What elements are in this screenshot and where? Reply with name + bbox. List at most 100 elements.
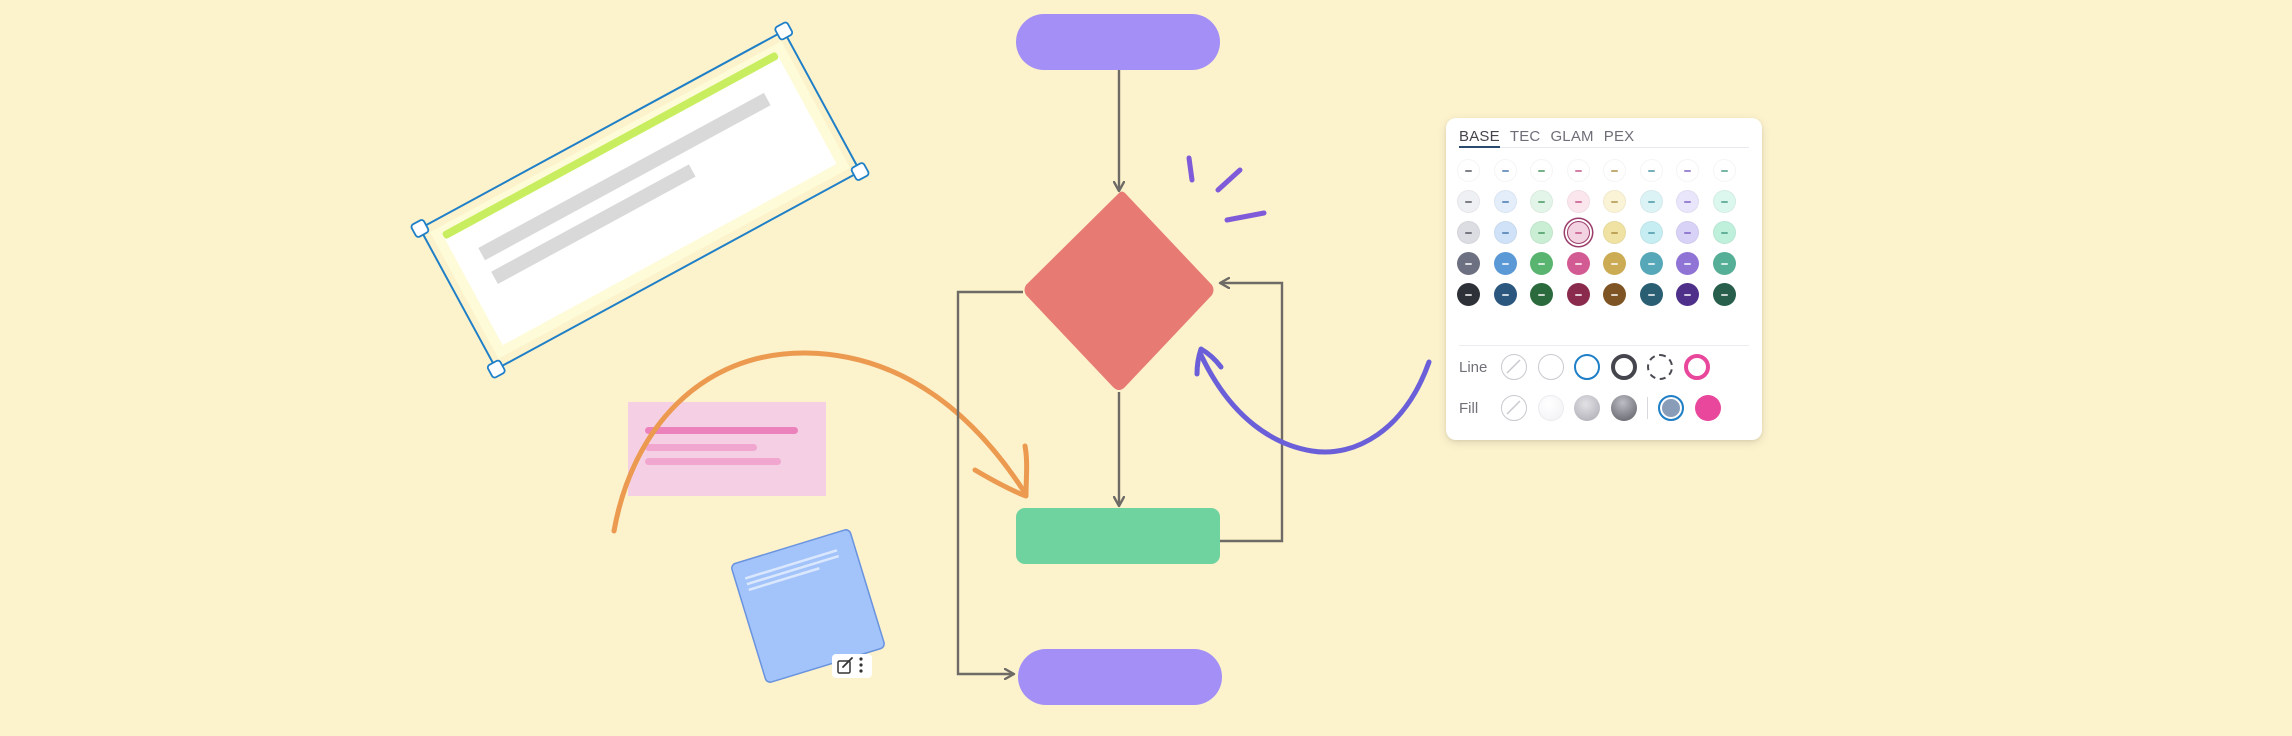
swatch-mark (1465, 293, 1472, 296)
tab-pex[interactable]: PEX (1603, 128, 1635, 145)
swatch-mark (1574, 200, 1582, 203)
sticky-pink-line-1 (645, 427, 798, 434)
panel-divider (1459, 345, 1749, 346)
line-dashed-icon[interactable] (1647, 354, 1673, 380)
connector-decision-to-end[interactable] (956, 290, 1023, 674)
color-swatch-r3-c1[interactable] (1457, 221, 1480, 244)
swatch-mark (1684, 200, 1691, 203)
color-swatch-r4-c3[interactable] (1530, 252, 1553, 275)
fill-white-icon[interactable] (1537, 395, 1564, 421)
color-swatch-r2-c3[interactable] (1530, 190, 1553, 213)
color-swatch-r5-c5[interactable] (1603, 283, 1626, 306)
sticky-toolbar[interactable] (832, 654, 872, 678)
swatch-mark (1647, 200, 1655, 203)
flowchart-end-pill[interactable] (1018, 649, 1222, 705)
sticky-note-blue[interactable] (731, 529, 886, 684)
fill-pink-icon[interactable] (1694, 395, 1721, 421)
color-swatch-r2-c5[interactable] (1603, 190, 1626, 213)
fill-gray-gradient-icon[interactable] (1574, 395, 1600, 421)
color-swatch-r1-c2[interactable] (1493, 159, 1517, 182)
color-swatch-r4-c6[interactable] (1639, 252, 1663, 275)
color-swatch-r3-c8[interactable] (1712, 221, 1736, 244)
swatch-mark (1574, 231, 1582, 234)
color-swatch-r4-c4[interactable] (1566, 252, 1590, 275)
tab-glam[interactable]: GLAM (1550, 128, 1594, 145)
swatch-mark (1501, 200, 1509, 203)
selected-card-header-bar (442, 52, 779, 239)
swatch-mark (1684, 169, 1691, 172)
color-swatch-r2-c7[interactable] (1676, 190, 1699, 213)
tab-base[interactable]: BASE (1459, 127, 1500, 148)
fill-dark-gradient-icon[interactable] (1610, 395, 1637, 421)
color-swatch-r1-c1[interactable] (1457, 159, 1480, 182)
orange-freehand-arrow[interactable] (611, 350, 1028, 534)
swatch-mark (1501, 262, 1509, 265)
blue-freehand-arrow[interactable] (1198, 352, 1432, 455)
color-swatch-r2-c2[interactable] (1493, 190, 1517, 213)
fill-separator (1647, 397, 1648, 419)
color-swatch-r5-c3[interactable] (1530, 283, 1553, 306)
sticky-pink-line-3 (645, 458, 781, 465)
color-swatch-r5-c1[interactable] (1457, 283, 1480, 306)
line-thick-dark-icon[interactable] (1610, 354, 1637, 380)
color-swatch-r3-c7[interactable] (1676, 221, 1699, 244)
color-swatch-r5-c4[interactable] (1566, 283, 1590, 306)
color-swatch-r4-c2[interactable] (1493, 252, 1517, 275)
edit-icon[interactable] (837, 657, 853, 674)
line-pink-icon[interactable] (1683, 354, 1710, 380)
line-blue-icon[interactable] (1574, 354, 1600, 380)
flowchart-decision-diamond[interactable] (1024, 191, 1214, 391)
color-swatch-r3-c5[interactable] (1603, 221, 1626, 244)
swatch-mark (1720, 293, 1728, 296)
color-swatch-r2-c6[interactable] (1639, 190, 1663, 213)
sticky-note-pink[interactable] (628, 402, 826, 496)
resize-handle-top-left[interactable] (410, 219, 430, 238)
flowchart-process-box[interactable] (1016, 508, 1220, 564)
color-swatch-r1-c4[interactable] (1566, 159, 1590, 182)
sticky-blue-line-1 (744, 549, 838, 580)
selected-card[interactable] (410, 21, 870, 379)
color-swatch-r4-c7[interactable] (1676, 252, 1699, 275)
color-swatch-r3-c4[interactable] (1566, 221, 1590, 244)
swatch-mark (1465, 200, 1472, 203)
orange-arrow-head (972, 443, 1030, 499)
swatch-mark (1465, 231, 1472, 234)
swatch-mark (1720, 262, 1728, 265)
resize-handle-top-right[interactable] (774, 21, 794, 41)
color-swatch-r5-c6[interactable] (1639, 283, 1663, 306)
line-thin-light-icon[interactable] (1537, 354, 1564, 380)
color-swatch-r4-c8[interactable] (1712, 252, 1736, 275)
more-vertical-icon[interactable] (859, 657, 863, 673)
color-swatch-r2-c4[interactable] (1566, 190, 1590, 213)
selected-card-line-2 (491, 164, 696, 285)
color-swatch-r4-c5[interactable] (1603, 252, 1626, 275)
connector-process-loopback[interactable] (1220, 283, 1284, 543)
color-swatch-r2-c8[interactable] (1712, 190, 1736, 213)
tab-tec[interactable]: TEC (1509, 128, 1541, 145)
fill-blue-selected-icon[interactable] (1658, 395, 1684, 421)
color-swatch-r1-c5[interactable] (1603, 159, 1626, 182)
color-swatch-r1-c7[interactable] (1676, 159, 1699, 182)
color-swatch-r3-c3[interactable] (1530, 221, 1553, 244)
resize-handle-bottom-left[interactable] (486, 359, 506, 379)
color-swatch-r3-c2[interactable] (1493, 221, 1517, 244)
color-swatch-r5-c7[interactable] (1676, 283, 1699, 306)
color-swatch-r1-c3[interactable] (1530, 159, 1553, 182)
color-swatch-r5-c8[interactable] (1712, 283, 1736, 306)
color-swatch-r2-c1[interactable] (1457, 190, 1480, 213)
color-swatch-r5-c2[interactable] (1493, 283, 1517, 306)
color-swatch-r3-c6[interactable] (1639, 221, 1663, 244)
swatch-mark (1720, 169, 1728, 172)
color-swatch-r4-c1[interactable] (1457, 252, 1480, 275)
color-swatch-r1-c6[interactable] (1639, 159, 1663, 182)
flowchart-start-pill[interactable] (1016, 14, 1220, 70)
swatch-mark (1647, 231, 1655, 234)
resize-handle-bottom-right[interactable] (850, 162, 870, 181)
line-none-icon[interactable] (1501, 354, 1527, 380)
line-label: Line (1459, 358, 1488, 376)
color-swatch-r1-c8[interactable] (1712, 159, 1736, 182)
swatch-mark (1465, 262, 1472, 265)
fill-none-icon[interactable] (1501, 395, 1527, 421)
